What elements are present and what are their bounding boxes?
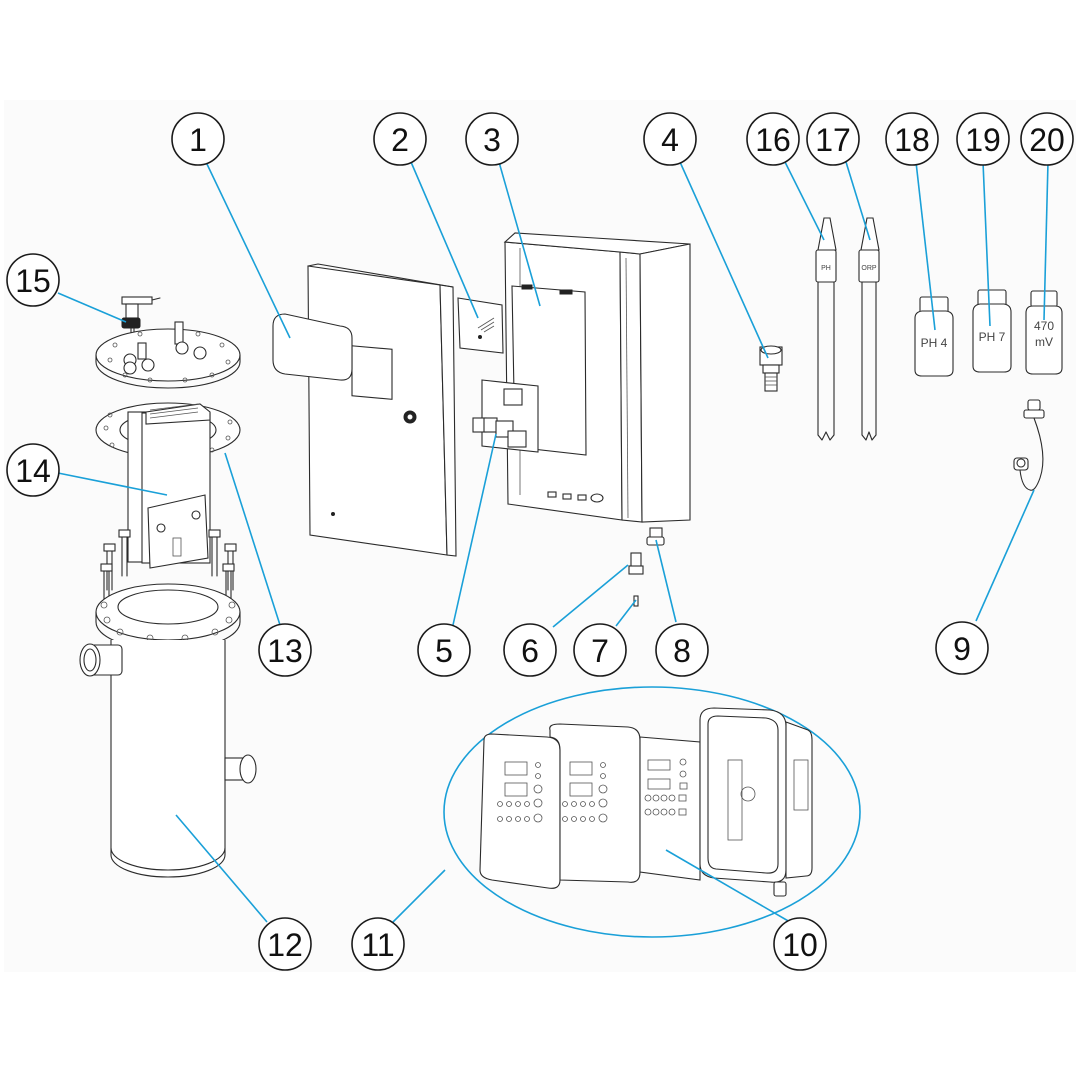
callouts: 1 2 3 4 16 17 18 19 20 15 14 13 5 6 7 8 … [6,112,1074,971]
leader-14 [57,472,168,496]
leader-18 [915,161,936,331]
cell-top-lid [95,321,241,389]
leader-4 [679,161,769,359]
leader-20 [1043,161,1049,321]
callout-1[interactable]: 1 [171,112,225,166]
leader-8 [655,539,677,623]
controller-box-assembly [443,686,861,938]
flow-switch [628,552,644,575]
leader-lines [57,161,1049,923]
svg-text:1: 1 [189,122,207,158]
svg-text:2: 2 [391,122,409,158]
enclosure-body [503,232,691,523]
cell-body [79,640,257,878]
470mv-label-value: 470 [1034,319,1054,333]
door-panel [307,263,457,557]
callout-20[interactable]: 20 [1020,112,1074,166]
svg-text:11: 11 [361,927,394,963]
callout-15[interactable]: 15 [6,253,60,307]
callout-7[interactable]: 7 [573,623,627,677]
orp-probe: ORP [858,217,880,441]
svg-text:15: 15 [15,263,51,299]
callout-10[interactable]: 10 [773,917,827,971]
ph4-label: PH 4 [921,336,948,350]
leader-15 [57,292,127,323]
470mv-label-unit: mV [1035,335,1053,349]
callout-2[interactable]: 2 [373,112,427,166]
ph7-buffer-bottle: PH 7 [972,289,1012,373]
ph7-label: PH 7 [979,330,1006,344]
svg-text:6: 6 [521,633,539,669]
control-box [272,232,691,607]
cell-bottom-flange [95,583,241,651]
probes: PH ORP [759,217,880,441]
svg-text:10: 10 [782,927,818,963]
leader-6 [552,564,629,628]
callout-8[interactable]: 8 [655,623,709,677]
leader-11 [392,869,446,923]
leader-19 [982,161,991,327]
callout-16[interactable]: 16 [746,112,800,166]
controller-electronics [639,736,701,881]
ph4-buffer-bottle: PH 4 [914,296,954,377]
svg-text:16: 16 [755,122,791,158]
orp-probe-label: ORP [861,265,877,272]
leader-12 [175,814,268,923]
probe-cable [1013,399,1045,491]
svg-text:19: 19 [965,122,1001,158]
electrode-plates [127,403,211,569]
svg-text:8: 8 [673,633,691,669]
callout-14[interactable]: 14 [6,443,60,497]
svg-text:17: 17 [815,122,851,158]
ph-probe-label: PH [821,265,831,272]
callout-3[interactable]: 3 [465,112,519,166]
front-cover-panel [272,313,353,381]
leader-2 [410,161,479,319]
svg-text:14: 14 [15,453,51,489]
svg-text:18: 18 [894,122,930,158]
svg-text:13: 13 [267,633,303,669]
leader-3 [498,161,541,307]
callout-18[interactable]: 18 [885,112,939,166]
leader-7 [615,599,637,627]
callout-19[interactable]: 19 [956,112,1010,166]
leader-13 [224,452,281,626]
leader-1 [205,161,291,339]
svg-text:20: 20 [1029,122,1065,158]
cell-assembly [79,296,257,878]
svg-text:5: 5 [435,633,453,669]
ph-probe: PH [815,217,837,441]
leader-9 [975,489,1035,622]
leader-10 [665,849,791,923]
svg-text:7: 7 [591,633,609,669]
callout-5[interactable]: 5 [417,623,471,677]
callout-4[interactable]: 4 [643,112,697,166]
leader-16 [784,161,825,241]
buffer-bottles: PH 4 PH 7 470 mV [914,289,1063,377]
callout-6[interactable]: 6 [503,623,557,677]
leader-5 [452,433,497,626]
probe-holder-fitting [759,345,783,392]
cable-gland-connector [646,527,665,546]
svg-text:9: 9 [953,631,971,667]
control-board-with-relays [472,379,539,453]
callout-13[interactable]: 13 [258,623,312,677]
callout-9[interactable]: 9 [935,621,989,675]
callout-11[interactable]: 11 [351,917,405,971]
display-board [457,297,504,354]
svg-text:12: 12 [267,927,303,963]
leader-17 [845,161,871,241]
svg-text:4: 4 [661,122,679,158]
callout-12[interactable]: 12 [258,917,312,971]
callout-17[interactable]: 17 [806,112,860,166]
svg-text:3: 3 [483,122,501,158]
